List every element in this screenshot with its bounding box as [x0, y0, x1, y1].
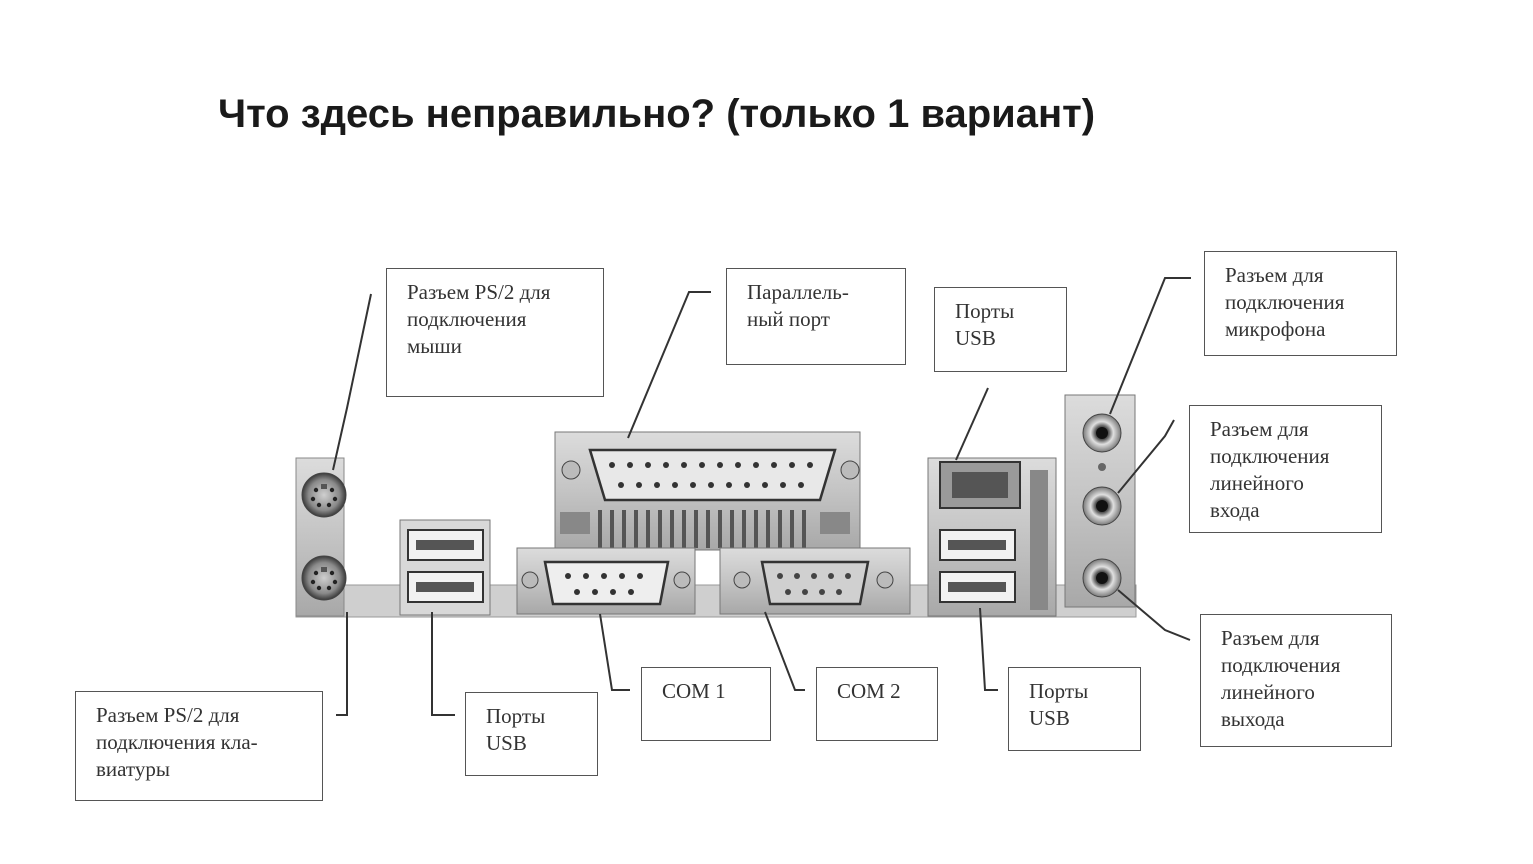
slide-title: Что здесь неправильно? (только 1 вариант…	[218, 92, 1096, 136]
lan-usb-stack	[927, 457, 1057, 617]
label-line-out: Разъем для подключения линейного выхода	[1200, 614, 1392, 747]
ps2-block	[295, 457, 347, 617]
label-usb-left: Порты USB	[465, 692, 598, 776]
com1-block	[516, 547, 696, 615]
label-com1: COM 1	[641, 667, 771, 741]
label-line-in: Разъем для подключения линейного входа	[1189, 405, 1382, 533]
label-mic: Разъем для подключения микрофона	[1204, 251, 1397, 356]
usb-left-stack	[399, 519, 491, 616]
label-parallel-port: Параллель- ный порт	[726, 268, 906, 365]
parallel-block	[554, 431, 861, 551]
label-usb-top: Порты USB	[934, 287, 1067, 372]
audio-block	[1064, 394, 1136, 608]
label-ps2-keyboard: Разъем PS/2 для подключения кла- виатуры	[75, 691, 323, 801]
label-ps2-mouse: Разъем PS/2 для подключения мыши	[386, 268, 604, 397]
label-usb-right: Порты USB	[1008, 667, 1141, 751]
leader-lines	[332, 277, 1191, 716]
label-com2: COM 2	[816, 667, 938, 741]
com2-block	[719, 547, 911, 615]
